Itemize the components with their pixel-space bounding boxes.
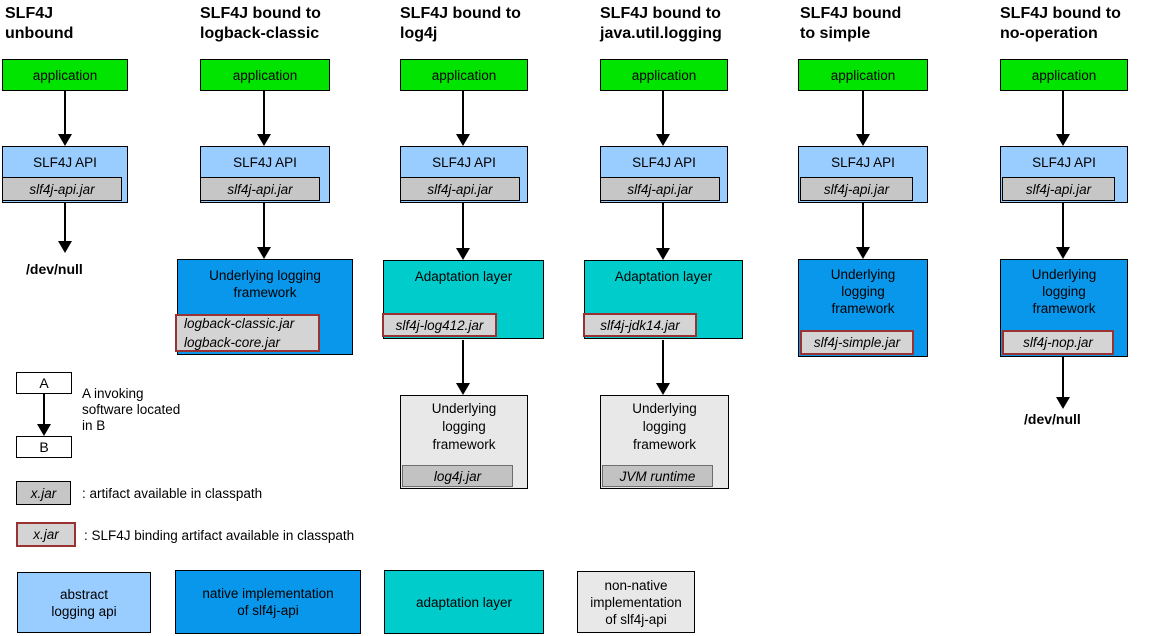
- slf4j-api-box: SLF4J API slf4j-api.jar: [798, 146, 928, 203]
- column-title: SLF4J bound to logback-classic: [200, 5, 321, 42]
- framework-jar: log4j.jar: [402, 465, 513, 487]
- arrow-down-icon: [456, 91, 470, 146]
- application-box: application: [1000, 59, 1128, 91]
- key-abstract-logging-api: abstract logging api: [17, 572, 151, 633]
- slf4j-api-jar: slf4j-api.jar: [200, 177, 320, 201]
- application-box: application: [400, 59, 528, 91]
- dev-null-label: /dev/null: [1024, 411, 1081, 427]
- arrow-down-icon: [1056, 203, 1070, 259]
- slf4j-api-jar: slf4j-api.jar: [400, 177, 520, 201]
- key-non-native-implementation: non-native implementation of slf4j-api: [577, 571, 695, 633]
- column-title: SLF4J unbound: [5, 5, 74, 42]
- binding-jar-desc: : SLF4J binding artifact available in cl…: [84, 528, 355, 543]
- framework-jar: JVM runtime: [602, 465, 713, 487]
- adaptation-label: Adaptation layer: [614, 269, 713, 284]
- column-title: SLF4J bound to simple: [800, 5, 902, 42]
- api-label: SLF4J API: [432, 155, 496, 170]
- api-label: SLF4J API: [233, 155, 297, 170]
- arrow-down-icon: [37, 394, 51, 436]
- arrow-down-icon: [257, 203, 271, 259]
- application-box: application: [200, 59, 330, 91]
- application-box: application: [2, 59, 128, 91]
- binding-jar: slf4j-nop.jar: [1002, 330, 1114, 355]
- key-native-implementation: native implementation of slf4j-api: [175, 570, 361, 634]
- arrow-down-icon: [656, 203, 670, 260]
- arrow-down-icon: [1056, 357, 1070, 409]
- slf4j-api-jar: slf4j-api.jar: [600, 177, 720, 201]
- column-title: SLF4J bound to no-operation: [1000, 5, 1121, 42]
- framework-label: Underlying logging framework: [1031, 267, 1097, 316]
- underlying-framework-box: Underlying logging framework JVM runtime: [600, 395, 729, 489]
- framework-label: Underlying logging framework: [209, 268, 321, 300]
- legend-box-a: A: [16, 372, 72, 394]
- underlying-framework-box: Underlying logging framework log4j.jar: [400, 395, 528, 489]
- framework-label: Underlying logging framework: [431, 401, 497, 452]
- plain-jar-desc: : artifact available in classpath: [82, 486, 263, 501]
- adaptation-label: Adaptation layer: [414, 269, 513, 284]
- arrow-down-icon: [856, 203, 870, 259]
- slf4j-api-jar: slf4j-api.jar: [1002, 177, 1115, 201]
- api-label: SLF4J API: [1032, 155, 1096, 170]
- adaptation-layer-box: Adaptation layer slf4j-log412.jar: [382, 260, 544, 339]
- framework-label: Underlying logging framework: [632, 401, 697, 452]
- column-title: SLF4J bound to java.util.logging: [600, 5, 722, 42]
- framework-label: Underlying logging framework: [830, 267, 896, 316]
- column-title: SLF4J bound to log4j: [400, 5, 521, 42]
- legend-box-b: B: [16, 436, 72, 458]
- binding-jar: slf4j-jdk14.jar: [583, 313, 697, 337]
- binding-jar: slf4j-log412.jar: [382, 313, 497, 337]
- underlying-framework-box: Underlying logging framework slf4j-simpl…: [798, 259, 928, 357]
- arrow-down-icon: [856, 91, 870, 146]
- arrow-down-icon: [656, 340, 670, 395]
- application-box: application: [600, 59, 728, 91]
- api-label: SLF4J API: [33, 155, 97, 170]
- arrow-down-icon: [257, 91, 271, 146]
- legend-invoking-text: A invoking software located in B: [82, 386, 181, 433]
- slf4j-api-box: SLF4J API slf4j-api.jar: [200, 146, 330, 203]
- arrow-down-icon: [456, 340, 470, 395]
- api-label: SLF4J API: [632, 155, 696, 170]
- slf4j-api-box: SLF4J API slf4j-api.jar: [2, 146, 128, 203]
- dev-null-label: /dev/null: [26, 261, 83, 277]
- binding-jar: logback-classic.jar logback-core.jar: [175, 314, 320, 352]
- arrow-down-icon: [656, 91, 670, 146]
- adaptation-layer-box: Adaptation layer slf4j-jdk14.jar: [583, 260, 743, 339]
- plain-jar-sample: x.jar: [16, 481, 71, 505]
- key-adaptation-layer: adaptation layer: [384, 570, 544, 634]
- binding-jar: slf4j-simple.jar: [800, 330, 914, 355]
- arrow-down-icon: [58, 91, 72, 146]
- arrow-down-icon: [456, 203, 470, 260]
- application-box: application: [798, 59, 928, 91]
- api-label: SLF4J API: [831, 155, 895, 170]
- binding-jar-sample: x.jar: [16, 522, 76, 547]
- slf4j-api-box: SLF4J API slf4j-api.jar: [400, 146, 528, 203]
- slf4j-api-jar: slf4j-api.jar: [800, 177, 913, 201]
- arrow-down-icon: [58, 203, 72, 253]
- slf4j-api-box: SLF4J API slf4j-api.jar: [1000, 146, 1128, 203]
- slf4j-api-jar: slf4j-api.jar: [2, 177, 122, 201]
- underlying-framework-box: Underlying logging framework slf4j-nop.j…: [1000, 259, 1128, 357]
- arrow-down-icon: [1056, 91, 1070, 146]
- slf4j-api-box: SLF4J API slf4j-api.jar: [600, 146, 728, 203]
- underlying-framework-box: Underlying logging framework logback-cla…: [175, 259, 353, 355]
